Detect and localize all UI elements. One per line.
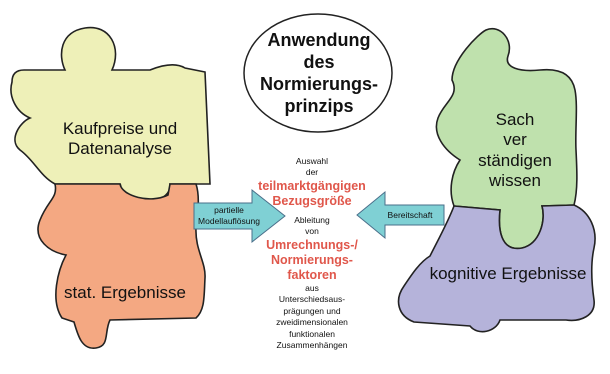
- center-tail-line: Unterschiedsaus-: [278, 294, 346, 305]
- arrow-left-label: partielle Modellauflösung: [194, 205, 264, 226]
- green-label-line: ständigen: [478, 150, 552, 170]
- center-red-line: Normierungs-: [271, 252, 353, 267]
- yellow-piece-label: Kaufpreise und Datenanalyse: [40, 119, 200, 158]
- green-label-line: Sach: [495, 110, 535, 129]
- diagram-title: Anwendung des Normierungs- prinzips: [254, 30, 384, 118]
- center-der: der: [305, 167, 319, 178]
- green-label-line: ver: [503, 130, 527, 150]
- title-line: Anwendung: [267, 30, 371, 50]
- center-tail-line: funktionalen: [289, 328, 335, 339]
- center-tail-line: prägungen und: [283, 305, 341, 316]
- orange-piece-label: stat. Ergebnisse: [50, 283, 200, 303]
- center-ableitung: Ableitung: [294, 214, 330, 225]
- arrow-right: [356, 190, 445, 240]
- arrow-right-label-line: Bereitschaft: [387, 210, 433, 220]
- green-piece-label: Sach ver ständigen wissen: [455, 110, 575, 192]
- arrow-left: [193, 188, 286, 244]
- center-von: von: [305, 226, 319, 237]
- center-tail-line: zweidimensionalen: [276, 317, 348, 328]
- green-label-line: wissen: [489, 171, 541, 191]
- center-red-line: Bezugsgröße: [272, 193, 352, 208]
- title-line: Normierungs-: [259, 73, 378, 94]
- orange-label-line: stat. Ergebnisse: [64, 283, 186, 302]
- yellow-label-line: Kaufpreise und: [62, 119, 178, 138]
- center-text: Auswahl der teilmarktgängigen Bezugsgröß…: [248, 156, 376, 352]
- puzzle-piece-green: [435, 27, 578, 250]
- puzzle-piece-yellow: [10, 26, 211, 203]
- purple-label-line: kognitive Ergebnisse: [429, 264, 587, 283]
- center-auswahl: Auswahl: [295, 156, 329, 166]
- center-red-line: faktoren: [287, 267, 337, 282]
- purple-piece-label: kognitive Ergebnisse: [418, 264, 598, 284]
- puzzle-piece-orange: [37, 183, 206, 349]
- center-tail-line: Zusammenhängen: [276, 340, 348, 351]
- title-line: prinzips: [284, 95, 354, 116]
- arrow-right-label: Bereitschaft: [378, 210, 442, 221]
- arrow-left-label-line: Modellauflösung: [198, 215, 260, 226]
- puzzle-piece-purple: [397, 204, 596, 333]
- arrow-left-label-line: partielle: [214, 205, 244, 215]
- center-aus: aus: [305, 282, 319, 293]
- title-ellipse: [243, 13, 393, 133]
- title-line: des: [303, 51, 335, 72]
- yellow-label-line: Datenanalyse: [68, 138, 172, 158]
- center-red-line: teilmarktgängigen: [258, 178, 366, 193]
- center-red-line: Umrechnungs-/: [266, 237, 358, 252]
